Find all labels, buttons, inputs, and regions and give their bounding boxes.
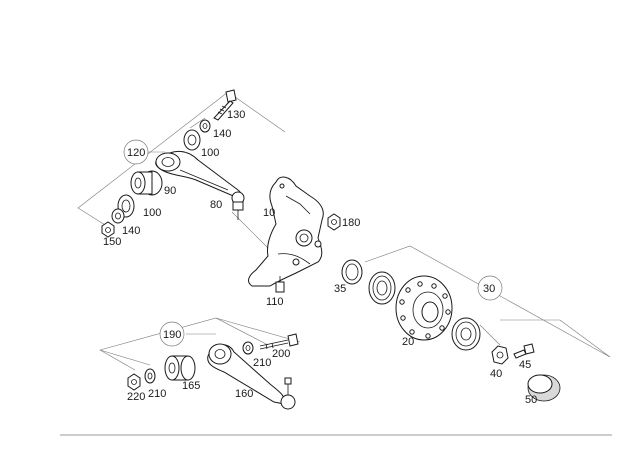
washer-100-upper <box>183 129 201 151</box>
bush-90 <box>130 170 163 196</box>
label-40: 40 <box>490 368 502 380</box>
bolt-110 <box>275 276 285 293</box>
label-110: 110 <box>266 296 284 308</box>
lower-control-arm <box>207 343 285 405</box>
nut-220 <box>127 373 141 391</box>
label-220: 220 <box>127 391 145 403</box>
seal-35 <box>341 259 363 285</box>
label-210-left: 210 <box>148 388 166 400</box>
callout-120 <box>123 139 149 165</box>
bolt-130 <box>213 89 237 121</box>
label-140-upper: 140 <box>213 128 231 140</box>
label-165: 165 <box>182 380 200 392</box>
label-140-lower: 140 <box>122 225 140 237</box>
grease-cap-50 <box>527 374 561 402</box>
nut-180 <box>327 213 341 231</box>
label-210-right: 210 <box>253 357 271 369</box>
label-50: 50 <box>525 394 537 406</box>
label-80: 80 <box>210 199 222 211</box>
wheel-hub-20 <box>395 275 453 341</box>
ball-joint-160 <box>280 377 296 410</box>
group-190-leaders <box>99 317 301 371</box>
label-180: 180 <box>342 217 360 229</box>
washer-210-right <box>242 341 254 355</box>
steering-knuckle <box>248 176 324 287</box>
label-120: 120 <box>127 147 145 159</box>
label-35: 35 <box>334 283 346 295</box>
label-100-upper: 100 <box>201 147 219 159</box>
washer-140-left <box>111 208 125 224</box>
label-190: 190 <box>163 329 181 341</box>
nut-150 <box>101 221 115 238</box>
label-20: 20 <box>402 336 414 348</box>
label-90: 90 <box>164 185 176 197</box>
washer-210-left <box>144 368 156 384</box>
label-130: 130 <box>227 109 245 121</box>
inner-bearing <box>368 271 396 305</box>
label-160: 160 <box>235 388 253 400</box>
callout-190 <box>159 321 185 347</box>
ball-joint-80 <box>231 191 245 220</box>
washer-140-upper <box>199 119 211 133</box>
bolt-200 <box>259 333 299 350</box>
bush-165 <box>164 355 196 381</box>
label-45: 45 <box>519 359 531 371</box>
screw-45 <box>513 343 535 359</box>
label-30: 30 <box>483 283 495 295</box>
label-10: 10 <box>263 207 275 219</box>
clamp-nut-40 <box>491 345 509 365</box>
label-200: 200 <box>272 348 290 360</box>
label-100-left: 100 <box>143 207 161 219</box>
callout-30 <box>477 275 503 301</box>
label-150: 150 <box>103 236 121 248</box>
outer-bearing <box>451 317 481 351</box>
